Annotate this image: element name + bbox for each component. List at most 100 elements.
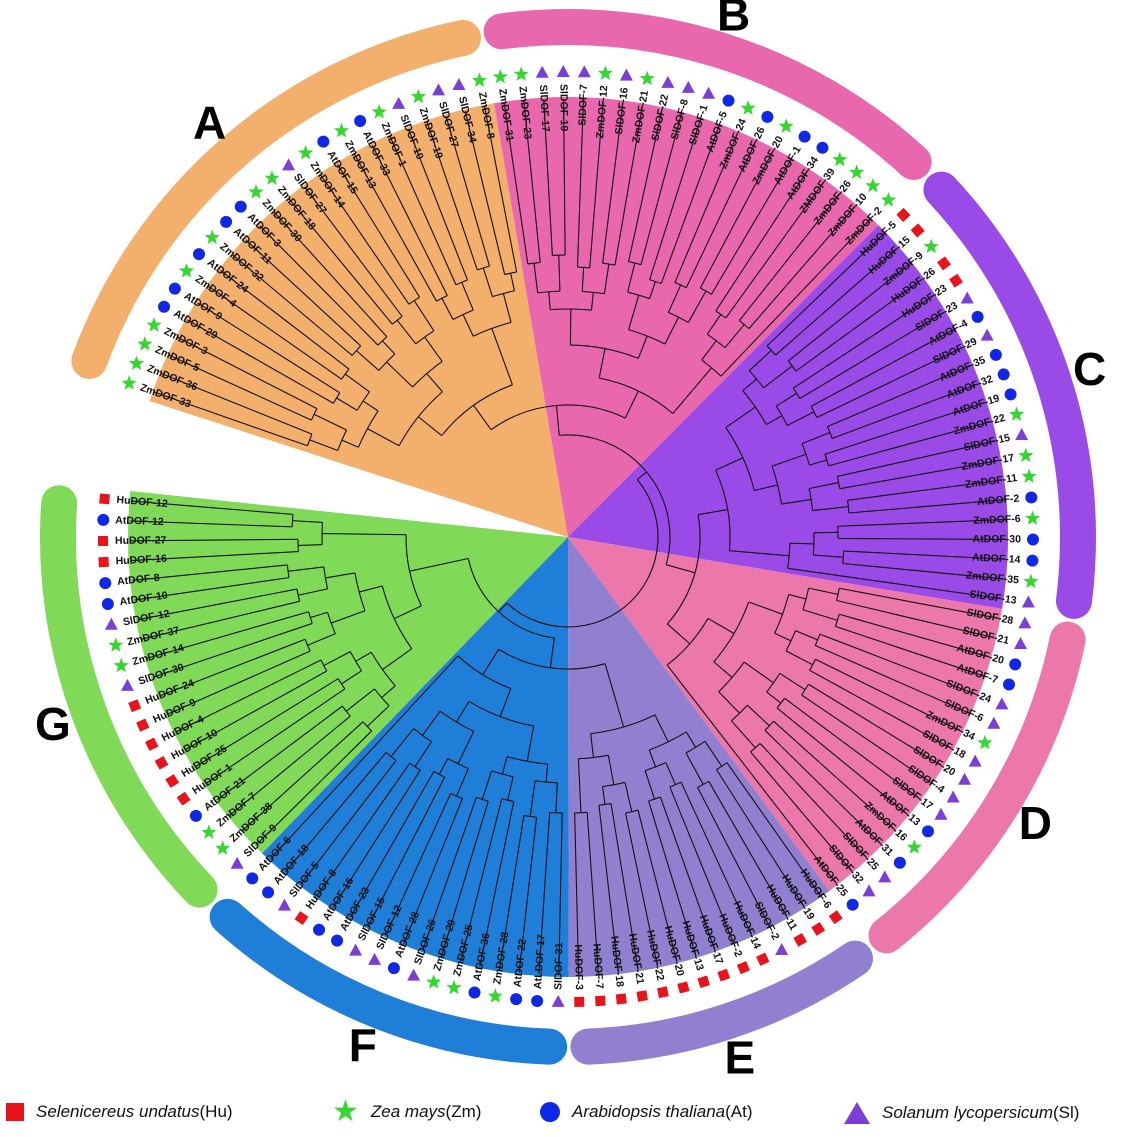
branch bbox=[637, 810, 644, 828]
leaf-label: SlDOF-16 bbox=[613, 87, 631, 136]
branch bbox=[827, 418, 845, 428]
leaf-label: HuDOF-12 bbox=[116, 494, 168, 510]
group-letter-c: C bbox=[1073, 343, 1106, 395]
branch bbox=[753, 193, 841, 303]
green-star-marker bbox=[865, 177, 881, 193]
branch bbox=[842, 657, 970, 714]
branch bbox=[866, 499, 1005, 513]
branch bbox=[337, 164, 411, 283]
branch-arc bbox=[582, 290, 605, 295]
branch bbox=[672, 367, 713, 414]
branch bbox=[610, 803, 617, 834]
purple-triangle-marker bbox=[681, 80, 695, 93]
branch bbox=[413, 300, 435, 332]
branch bbox=[396, 319, 417, 345]
branch bbox=[366, 314, 388, 338]
branch bbox=[699, 271, 710, 289]
red-square-marker bbox=[697, 975, 710, 988]
purple-triangle-marker bbox=[452, 77, 466, 90]
green-star-marker bbox=[906, 839, 922, 854]
legend-abbr-hu: (Hu) bbox=[199, 1102, 233, 1121]
blue-circle-marker bbox=[798, 130, 811, 143]
branch bbox=[563, 99, 566, 238]
branch bbox=[473, 405, 492, 431]
branch bbox=[640, 247, 647, 265]
branch-arc bbox=[491, 770, 514, 778]
red-square-marker bbox=[594, 995, 606, 1007]
branch bbox=[134, 579, 272, 601]
branch bbox=[837, 470, 861, 477]
branch-arc bbox=[332, 392, 341, 404]
branch bbox=[636, 471, 647, 481]
branch bbox=[793, 247, 898, 340]
branch bbox=[628, 243, 633, 262]
branch bbox=[367, 803, 432, 927]
branch-arc bbox=[764, 720, 774, 731]
branch bbox=[748, 349, 772, 372]
branch bbox=[184, 682, 307, 751]
branch bbox=[799, 726, 908, 815]
green-star-marker bbox=[201, 824, 217, 839]
blue-circle-marker bbox=[158, 300, 171, 313]
branch bbox=[801, 263, 911, 351]
purple-triangle-marker bbox=[995, 697, 1009, 710]
green-star-marker bbox=[597, 65, 613, 80]
branch bbox=[713, 661, 733, 678]
branch bbox=[742, 378, 757, 392]
purple-triangle-marker bbox=[277, 898, 291, 911]
blue-circle-marker bbox=[1026, 533, 1039, 546]
legend-abbr-sl: (Sl) bbox=[1053, 1103, 1080, 1122]
branch bbox=[787, 567, 866, 580]
branch bbox=[152, 632, 284, 678]
branch bbox=[194, 693, 313, 768]
branch bbox=[167, 657, 294, 715]
branch-arc bbox=[700, 287, 712, 295]
branch-arc bbox=[836, 476, 841, 489]
red-square-marker bbox=[677, 981, 690, 994]
branch bbox=[698, 509, 728, 516]
legend-abbr-zm: (Zm) bbox=[445, 1102, 482, 1121]
branch bbox=[520, 815, 525, 834]
branch bbox=[795, 360, 811, 372]
branch bbox=[270, 756, 365, 859]
branch bbox=[835, 625, 853, 633]
branch-arc bbox=[738, 320, 750, 330]
branch bbox=[545, 764, 549, 783]
branch bbox=[550, 237, 553, 256]
branch bbox=[298, 588, 328, 596]
branch bbox=[518, 835, 536, 973]
branch-arc bbox=[685, 740, 706, 754]
branch bbox=[832, 431, 850, 439]
green-star-marker bbox=[446, 979, 462, 995]
green-star-marker bbox=[298, 145, 314, 160]
green-star-marker bbox=[639, 70, 655, 86]
branch bbox=[294, 412, 312, 421]
branch bbox=[354, 730, 373, 749]
branch bbox=[665, 762, 677, 785]
red-square-marker bbox=[793, 933, 808, 947]
branch bbox=[386, 361, 413, 388]
branch bbox=[720, 159, 792, 280]
blue-circle-marker bbox=[816, 141, 829, 154]
purple-triangle-marker bbox=[862, 884, 876, 897]
purple-triangle-icon bbox=[844, 1102, 870, 1124]
branch bbox=[842, 562, 867, 567]
branch bbox=[831, 329, 955, 396]
branch bbox=[810, 278, 923, 361]
branch bbox=[731, 720, 756, 749]
branch bbox=[322, 532, 407, 536]
branch bbox=[333, 790, 408, 908]
branch bbox=[510, 242, 518, 273]
branch bbox=[385, 809, 444, 936]
branch bbox=[483, 248, 491, 267]
branch bbox=[588, 836, 599, 974]
purple-triangle-marker bbox=[987, 716, 1001, 729]
branch bbox=[666, 623, 691, 645]
branch bbox=[507, 801, 515, 831]
green-star-marker bbox=[137, 336, 153, 351]
branch-arc bbox=[648, 796, 661, 802]
branch bbox=[843, 550, 868, 553]
branch bbox=[455, 798, 463, 816]
green-star-marker bbox=[880, 192, 897, 207]
branch bbox=[808, 587, 839, 595]
